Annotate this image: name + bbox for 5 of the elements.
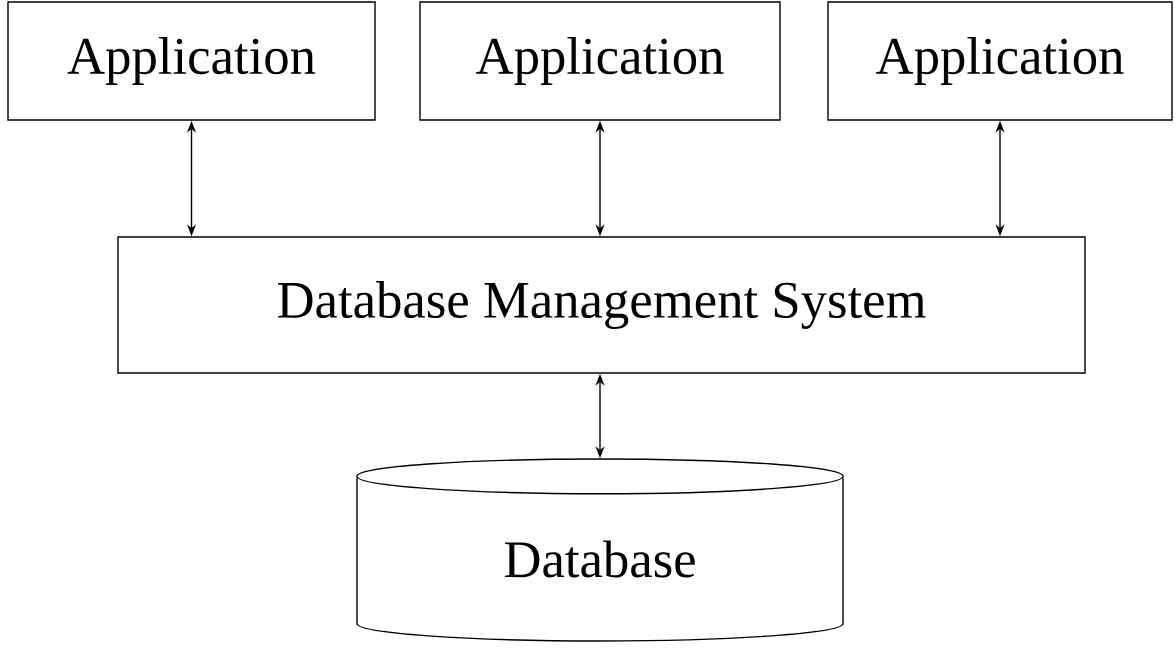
process-box: Application — [7, 1, 376, 121]
process-box: Database Management System — [117, 236, 1086, 374]
database-cylinder: Database — [356, 458, 844, 642]
process-box: Application — [419, 1, 781, 121]
process-box: Application — [827, 1, 1173, 121]
